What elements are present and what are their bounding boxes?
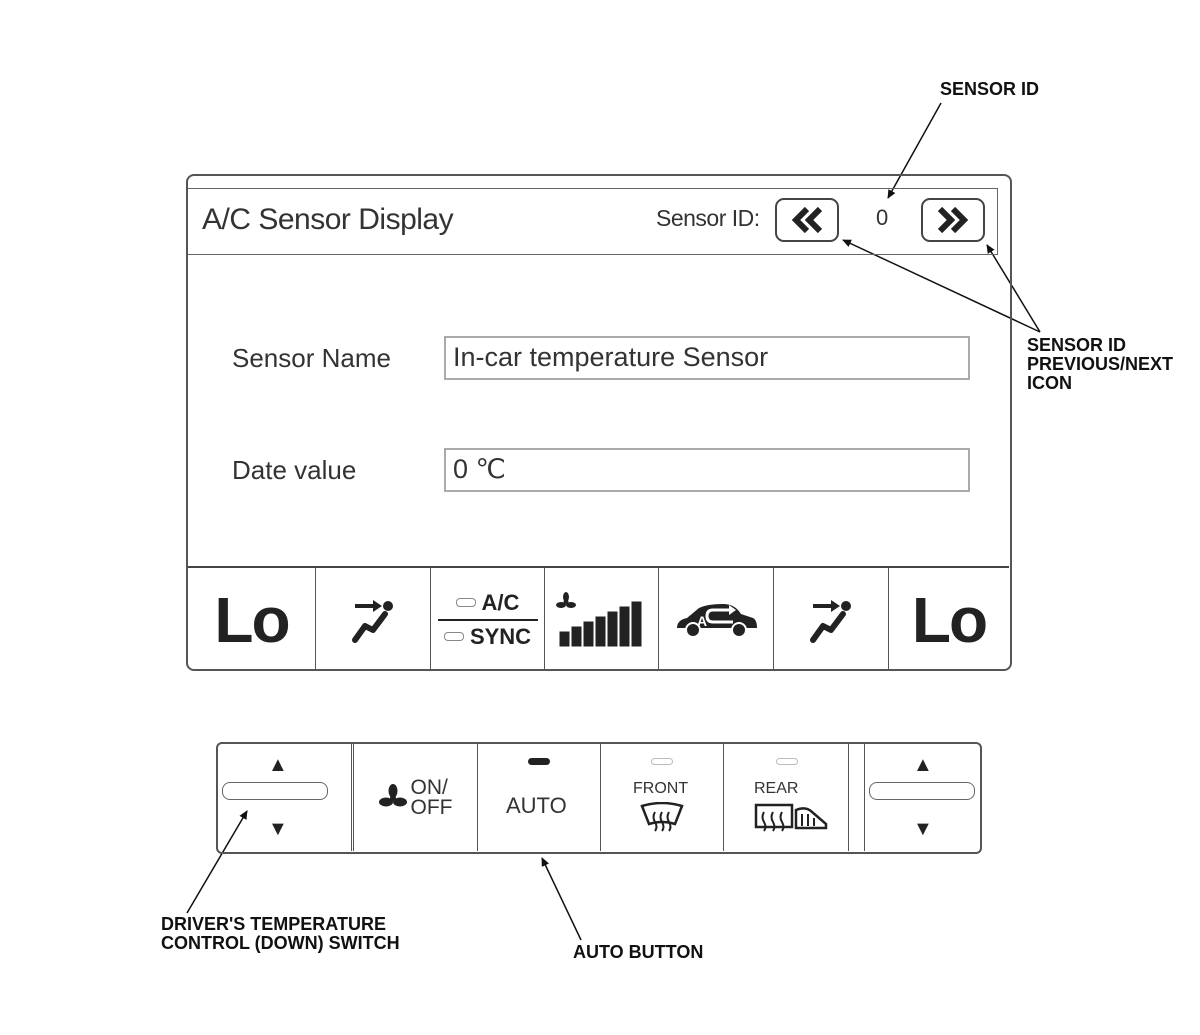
fan-speed-icon — [555, 591, 641, 646]
front-defrost-led — [651, 758, 673, 765]
display-header: A/C Sensor Display Sensor ID: 0 — [188, 188, 998, 255]
front-defrost-icon — [640, 802, 684, 832]
driver-temp-up-button[interactable]: ▲ — [268, 754, 288, 776]
ac-led — [455, 598, 476, 607]
data-value-label: Date value — [232, 455, 357, 485]
passenger-temp-value: Lo — [911, 583, 988, 656]
ac-sync-indicator[interactable]: A/C SYNC — [431, 568, 545, 671]
small-fan-icon — [555, 591, 576, 608]
callout-prev-next-icon: SENSOR ID PREVIOUS/NEXT ICON — [1027, 335, 1174, 393]
rear-defrost-icon — [754, 803, 828, 832]
next-icon-leader — [986, 244, 1041, 333]
fan-level-bars — [559, 601, 641, 646]
front-defrost-button[interactable]: FRONT — [601, 744, 724, 851]
fan-level-bar — [619, 606, 629, 646]
data-value-field: 0 ℃ — [444, 448, 970, 492]
vent-face-icon — [810, 599, 851, 643]
driver-temp-down-button[interactable]: ▼ — [268, 818, 288, 840]
callout-sensor-id: SENSOR ID — [940, 79, 1040, 99]
passenger-temp-display[interactable]: Lo — [889, 568, 1009, 671]
sensor-id-previous-button[interactable] — [775, 198, 839, 242]
rear-defrost-led — [776, 758, 798, 765]
fan-level-bar — [607, 611, 617, 646]
fan-icon — [378, 783, 407, 806]
driver-mode-button[interactable] — [316, 568, 431, 671]
fan-level-bar — [631, 601, 641, 646]
ac-sensor-display-screen: A/C Sensor Display Sensor ID: 0 Sensor N… — [186, 174, 1012, 671]
driver-temp-display[interactable]: Lo — [188, 568, 316, 671]
fan-level-bar — [571, 626, 581, 646]
driver-temp-control: ▲ ▼ — [218, 744, 352, 851]
driver-temp-leader — [186, 810, 248, 914]
auto-label: AUTO — [506, 793, 567, 818]
sync-led — [443, 632, 464, 641]
display-title: A/C Sensor Display — [202, 203, 454, 236]
fan-level-bar — [583, 621, 593, 646]
on-off-label: ON/ OFF — [410, 775, 453, 819]
sensor-name-label: Sensor Name — [232, 343, 391, 373]
passenger-mode-button[interactable] — [774, 568, 889, 671]
recirculation-car-icon: A — [677, 603, 757, 638]
panel-divider-right — [849, 744, 865, 851]
fan-speed-indicator[interactable] — [545, 568, 659, 671]
prev-icon-leader — [842, 239, 1041, 333]
sensor-id-next-button[interactable] — [921, 198, 985, 242]
fan-level-bar — [595, 616, 605, 646]
fan-level-bar — [559, 631, 569, 646]
front-label: FRONT — [633, 780, 689, 797]
double-chevron-left-icon — [791, 206, 823, 234]
passenger-temp-control: ▲ ▼ — [865, 744, 979, 851]
driver-temp-value: Lo — [214, 583, 290, 656]
fan-on-off-button[interactable]: ON/ OFF — [354, 744, 478, 851]
panel-divider-left — [352, 744, 354, 851]
passenger-temp-down-button[interactable]: ▼ — [913, 818, 933, 840]
auto-button-leader — [541, 857, 582, 941]
driver-temp-slot — [222, 782, 328, 800]
passenger-temp-up-button[interactable]: ▲ — [913, 754, 933, 776]
auto-button[interactable]: AUTO — [478, 744, 601, 851]
auto-indicator-led — [528, 758, 550, 765]
sensor-name-field: In-car temperature Sensor — [444, 336, 970, 380]
rear-label: REAR — [754, 780, 799, 797]
sensor-id-value: 0 — [876, 205, 889, 230]
recirculation-button[interactable]: A — [659, 568, 774, 671]
sensor-id-leader — [887, 102, 942, 199]
double-chevron-right-icon — [937, 206, 969, 234]
callout-driver-temp-switch: DRIVER'S TEMPERATURE CONTROL (DOWN) SWIT… — [161, 914, 400, 953]
passenger-temp-slot — [869, 782, 975, 800]
vent-face-icon — [352, 599, 393, 643]
sync-label: SYNC — [469, 623, 532, 649]
rear-defrost-button[interactable]: REAR — [724, 744, 849, 851]
climate-control-panel: ▲ ▼ ON/ OFF AUTO FRONT REAR — [216, 742, 982, 854]
recirc-letter: A — [697, 613, 707, 629]
callout-auto-button: AUTO BUTTON — [573, 942, 704, 962]
ac-label: A/C — [481, 589, 520, 615]
climate-status-bar: Lo A/C SYNC — [188, 566, 1009, 671]
sensor-id-label: Sensor ID: — [656, 205, 760, 231]
